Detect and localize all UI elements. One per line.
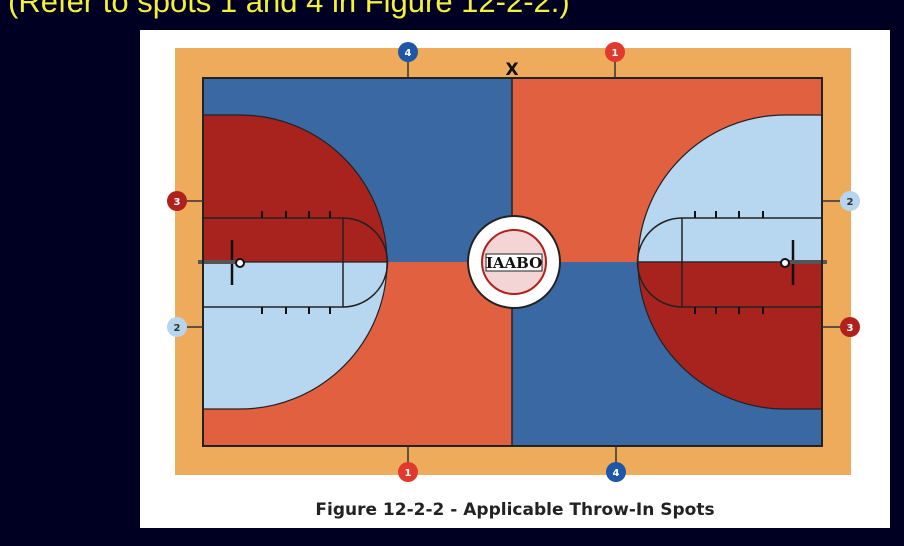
- right-arc-top: [637, 114, 823, 263]
- spot-marker: 2: [840, 191, 860, 211]
- spot-marker: 3: [840, 317, 860, 337]
- spot-marker: 3: [167, 191, 187, 211]
- logo-text: IAABO: [486, 254, 542, 272]
- svg-text:2: 2: [174, 323, 181, 334]
- left-hoop: [235, 258, 245, 268]
- svg-text:1: 1: [612, 48, 619, 59]
- figure-caption: Figure 12-2-2 - Applicable Throw-In Spot…: [315, 500, 715, 520]
- center-x-mark: X: [505, 60, 518, 80]
- right-arc-bottom: [637, 261, 823, 410]
- right-hoop: [780, 258, 790, 268]
- iaabo-logo: IAABO: [467, 215, 561, 309]
- left-lane: [203, 217, 389, 308]
- spot-marker: 1: [605, 42, 625, 62]
- svg-text:1: 1: [405, 468, 412, 479]
- slide-title: (Refer to spots 1 and 4 in Figure 12-2-2…: [8, 0, 570, 19]
- svg-text:4: 4: [405, 48, 412, 59]
- left-arc-bottom: [202, 261, 388, 410]
- spot-marker: 1: [398, 462, 418, 482]
- left-arc-top: [202, 114, 388, 263]
- court-boundary: [202, 77, 823, 447]
- svg-text:3: 3: [847, 323, 854, 334]
- spot-marker: 4: [398, 42, 418, 62]
- right-lane: [636, 217, 822, 308]
- svg-text:3: 3: [174, 197, 181, 208]
- svg-text:2: 2: [847, 197, 854, 208]
- spot-marker: 4: [606, 462, 626, 482]
- svg-text:4: 4: [613, 468, 620, 479]
- spot-marker: 2: [167, 317, 187, 337]
